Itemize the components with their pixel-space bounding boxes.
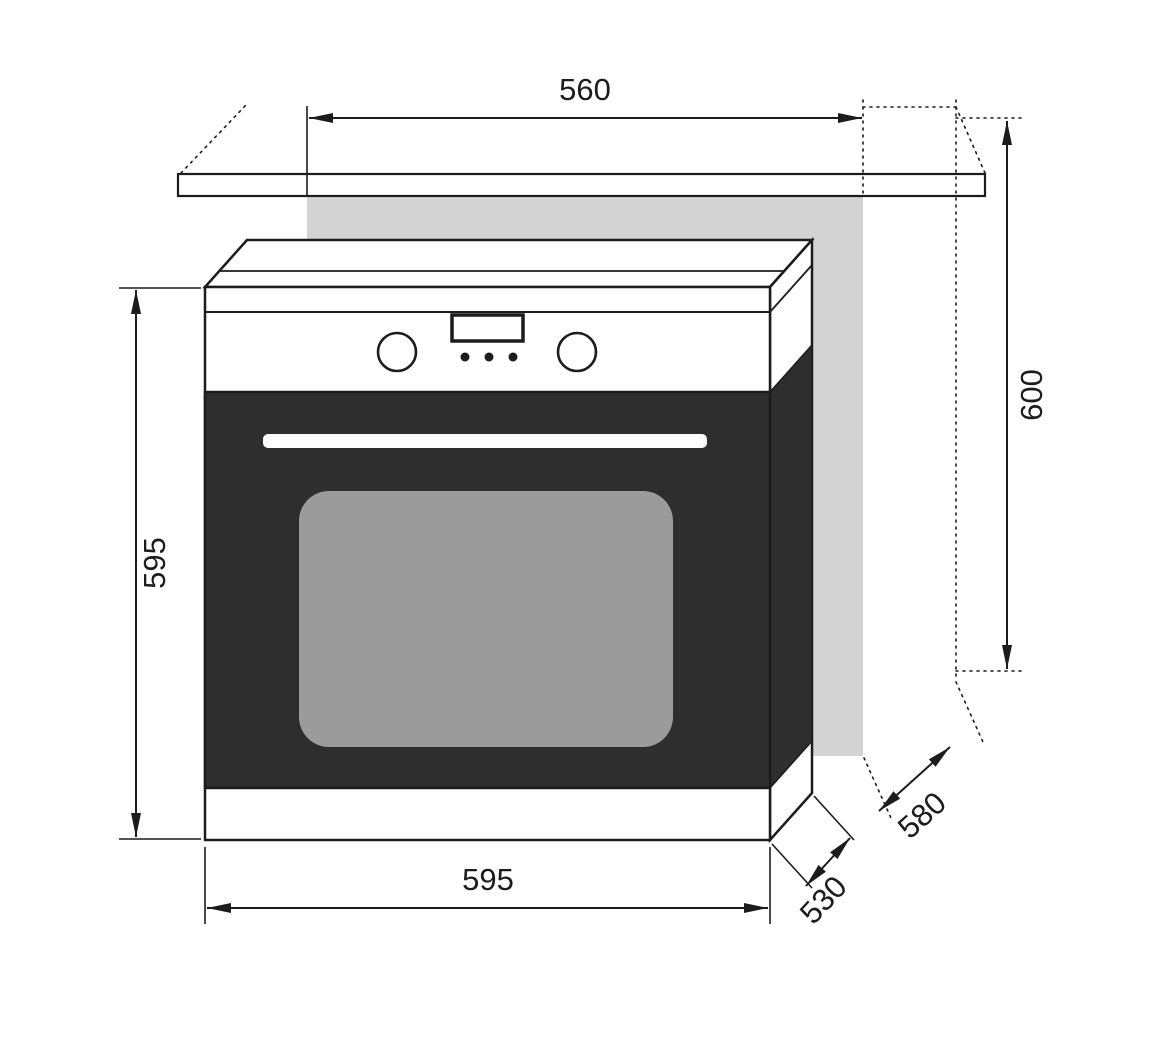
dim-niche-width-label: 560 bbox=[559, 72, 611, 107]
dim-oven-depth-line bbox=[805, 837, 851, 887]
dim-niche-depth-line bbox=[878, 746, 951, 812]
dim-oven-height: 595 bbox=[119, 287, 201, 840]
oven-door-side-edge bbox=[769, 343, 813, 790]
display-button-3 bbox=[508, 352, 518, 362]
dim-niche-depth-ext-front-dotted bbox=[863, 757, 892, 819]
door-window bbox=[299, 491, 673, 747]
oven-side-panel-seam bbox=[769, 264, 813, 313]
display-screen bbox=[450, 313, 525, 343]
worktop-back-edge-right-dotted bbox=[955, 106, 986, 174]
dim-oven-width-label: 595 bbox=[462, 862, 514, 897]
display-button-2 bbox=[484, 352, 494, 362]
dim-niche-width: 560 bbox=[306, 72, 864, 197]
dim-niche-depth-label: 580 bbox=[891, 785, 953, 846]
oven-top-face bbox=[202, 238, 815, 289]
worktop bbox=[176, 99, 987, 681]
dim-niche-height: 600 bbox=[955, 117, 1049, 672]
dim-niche-depth: 580 bbox=[863, 681, 984, 846]
dim-oven-depth-ext-front bbox=[771, 843, 813, 889]
dim-oven-depth-label: 530 bbox=[793, 869, 854, 931]
oven bbox=[202, 236, 815, 844]
worktop-back-edge-left-dotted bbox=[180, 104, 247, 174]
worktop-front-edge bbox=[176, 172, 987, 198]
dim-oven-height-label: 595 bbox=[137, 537, 172, 589]
dim-niche-depth-ext-back-dotted bbox=[955, 681, 984, 743]
dim-oven-width: 595 bbox=[204, 847, 771, 924]
dim-niche-height-label: 600 bbox=[1014, 369, 1049, 421]
dim-oven-depth-ext-back bbox=[813, 795, 855, 841]
control-panel bbox=[376, 313, 598, 373]
display-button-1 bbox=[460, 352, 470, 362]
door-handle bbox=[263, 434, 707, 448]
knob-right bbox=[556, 331, 598, 373]
oven-door bbox=[203, 390, 772, 790]
knob-left bbox=[376, 331, 418, 373]
